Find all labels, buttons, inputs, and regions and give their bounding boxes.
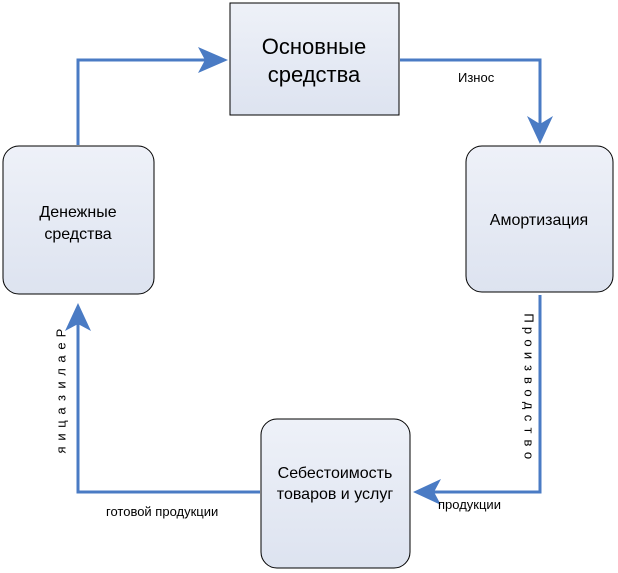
vertical-label-glyph: Р (53, 329, 68, 338)
vertical-label-glyph: я (53, 446, 68, 453)
node-cash-line1: Денежные (39, 204, 116, 221)
node-cash-box (2, 145, 155, 295)
arrowhead-right-icon (198, 47, 228, 73)
node-fixed-assets-line1: Основные (262, 34, 366, 59)
connector-wear (400, 58, 542, 130)
vertical-label-glyph: а (53, 407, 68, 415)
node-cash: Денежные средства (2, 145, 155, 295)
vertical-label-glyph: о (522, 339, 537, 346)
vertical-label-glyph: р (522, 327, 537, 334)
vertical-label-glyph: П (522, 313, 537, 322)
arrowheads (65, 47, 553, 505)
node-fixed-assets-box (229, 2, 400, 116)
node-fixed-assets-line2: средства (268, 62, 361, 87)
node-fixed-assets: Основные средства (229, 2, 400, 116)
connector-sales-to-fixed-assets (76, 58, 210, 145)
vertical-label-glyph: с (522, 415, 537, 422)
vertical-label-glyph: з (522, 365, 537, 371)
vertical-label-glyph: т (522, 428, 537, 434)
vertical-label-glyph: о (522, 389, 537, 396)
node-amortization: Амортизация (465, 145, 614, 293)
connector-production (432, 295, 542, 494)
vertical-label-glyph: в (522, 377, 537, 384)
edge-label-production-horizontal: продукции (438, 497, 501, 512)
connector-sales (76, 322, 260, 494)
vertical-label-glyph: и (522, 352, 537, 359)
edge-label-sales-horizontal: готовой продукции (106, 504, 218, 519)
node-cost-box (260, 418, 411, 569)
node-cost-line1: Себестоимость (278, 465, 393, 482)
node-cash-line2: средства (44, 226, 111, 243)
node-cost: Себестоимость товаров и услуг (260, 418, 411, 569)
vertical-label-glyph: е (53, 342, 68, 349)
vertical-label-glyph: д (522, 402, 537, 410)
node-amortization-box (465, 145, 614, 293)
arrowhead-left-icon (413, 479, 441, 505)
vertical-label-glyph: о (522, 452, 537, 459)
connectors (76, 58, 542, 494)
vertical-label-glyph: а (53, 355, 68, 363)
vertical-label-glyph: ц (53, 420, 68, 428)
vertical-label-glyph: в (522, 440, 537, 447)
arrowhead-down-icon (527, 116, 553, 144)
vertical-label-glyph: и (53, 433, 68, 440)
node-amortization-line1: Амортизация (490, 212, 588, 229)
edge-label-wear: Износ (458, 70, 495, 85)
node-cost-line2: товаров и услуг (277, 486, 394, 503)
vertical-label-glyph: и (53, 381, 68, 388)
vertical-label-glyph: з (53, 395, 68, 401)
arrowhead-up-icon (65, 303, 91, 331)
vertical-label-glyph: л (53, 368, 68, 376)
